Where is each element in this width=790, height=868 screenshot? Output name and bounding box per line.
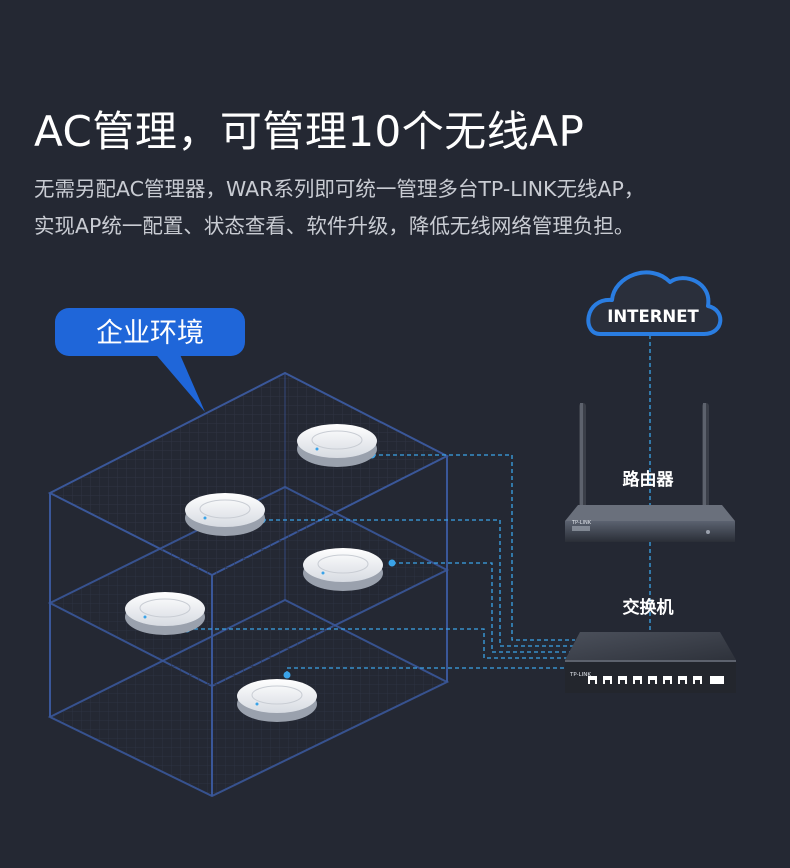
internet-cloud-icon: INTERNET (586, 270, 723, 336)
access-point-icon (185, 493, 265, 536)
description-line-2: 实现AP统一配置、状态查看、软件升级，降低无线网络管理负担。 (34, 214, 635, 238)
router-label: 路由器 (623, 469, 675, 490)
access-point-icon (303, 548, 383, 591)
access-point-icon (297, 424, 377, 467)
building-wireframe (47, 371, 450, 798)
description-line-1: 无需另配AC管理器，WAR系列即可统一管理多台TP-LINK无线AP， (34, 177, 645, 201)
enterprise-callout: 企业环境 (55, 308, 245, 412)
switch-icon: TP-LINK (565, 632, 736, 693)
enterprise-label: 企业环境 (96, 318, 204, 349)
switch-brand: TP-LINK (569, 672, 591, 678)
switch-label: 交换机 (623, 597, 674, 618)
page-title: AC管理，可管理10个无线AP (34, 107, 585, 156)
router-brand: TP-LINK (571, 520, 592, 526)
access-point-icon (125, 592, 205, 635)
dashed-wires (187, 335, 651, 675)
internet-label: INTERNET (607, 307, 699, 326)
router-icon: TP-LINK (565, 403, 735, 542)
access-point-icon (237, 679, 317, 722)
